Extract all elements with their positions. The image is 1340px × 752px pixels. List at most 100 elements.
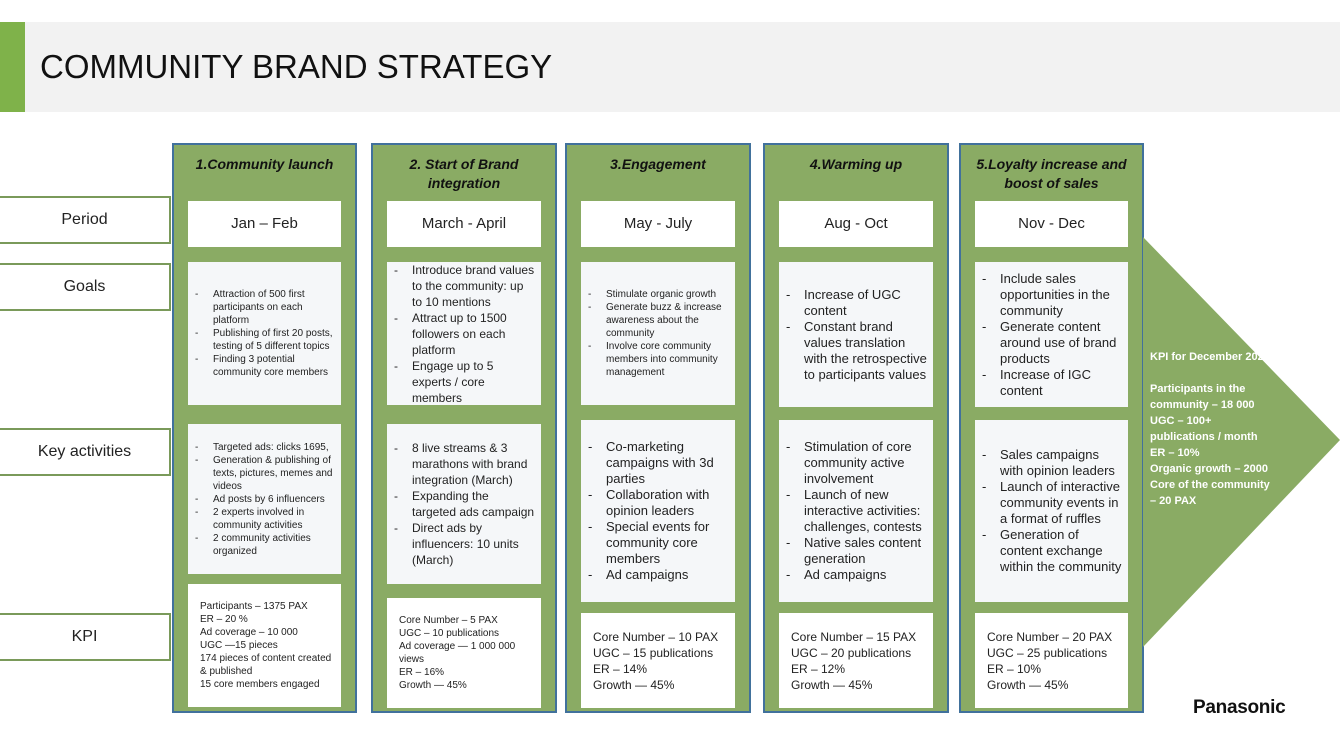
final-kpi-line: UGC – 100+ bbox=[1150, 415, 1212, 427]
final-kpi-line: publications / month bbox=[1150, 431, 1258, 443]
row-label-key-activities: Key activities bbox=[0, 428, 171, 476]
final-kpi-heading: KPI for December 2022 bbox=[1150, 351, 1270, 363]
phase-title: 1.Community launch bbox=[195, 156, 334, 172]
phase-column: 4.Warming up Aug - OctIncrease of UGC con… bbox=[763, 143, 949, 713]
kpi-box-item: ER – 16% bbox=[399, 667, 445, 678]
activities-box-item: Ad posts by 6 influencers bbox=[193, 493, 336, 506]
phase-period: Nov - Dec bbox=[975, 201, 1128, 247]
activities-box-item: Ad campaigns bbox=[784, 567, 928, 583]
goals-box: Include sales opportunities in the commu… bbox=[975, 262, 1128, 407]
kpi-box-item: UGC – 25 publications bbox=[987, 645, 1108, 660]
kpi-box-item: ER – 14% bbox=[593, 661, 648, 676]
kpi-box-item: Ad coverage — 1 000 000 views bbox=[399, 641, 516, 665]
kpi-box-item: 174 pieces of content created & publishe… bbox=[200, 653, 332, 677]
kpi-box-item: Core Number – 5 PAX bbox=[399, 615, 498, 626]
activities-box-item: Sales campaigns with opinion leaders bbox=[980, 447, 1123, 479]
goals-box-item: Attract up to 1500 followers on each pla… bbox=[392, 310, 536, 358]
final-kpi-line: Organic growth – 2000 bbox=[1150, 463, 1268, 475]
activities-box-item: Launch of interactive community events i… bbox=[980, 479, 1123, 527]
kpi-box-item: UGC —15 pieces bbox=[200, 640, 278, 651]
phase-period: Jan – Feb bbox=[188, 201, 341, 247]
goals-box-item: Generate buzz & increase awareness about… bbox=[586, 301, 730, 340]
kpi-box-item: ER – 12% bbox=[791, 661, 846, 676]
activities-box: Sales campaigns with opinion leadersLaun… bbox=[975, 420, 1128, 602]
goals-box-item: Increase of IGC content bbox=[980, 367, 1123, 399]
activities-box-item: Expanding the targeted ads campaign bbox=[392, 488, 536, 520]
activities-box-item: Generation of content exchange within th… bbox=[980, 527, 1123, 575]
kpi-box-item: 15 core members engaged bbox=[200, 679, 320, 690]
kpi-box-item: Core Number – 15 PAX bbox=[791, 629, 917, 644]
kpi-box-item: ER – 10% bbox=[987, 661, 1042, 676]
activities-box-item: 8 live streams & 3 marathons with brand … bbox=[392, 440, 536, 488]
activities-box-item: Collaboration with opinion leaders bbox=[586, 487, 730, 519]
row-label-goals: Goals bbox=[0, 263, 171, 311]
goals-box-item: Engage up to 5 experts / core members bbox=[392, 358, 536, 406]
goals-box: Stimulate organic growthGenerate buzz & … bbox=[581, 262, 735, 405]
activities-box-item: Launch of new interactive activities: ch… bbox=[784, 487, 928, 535]
phase-title: 2. Start of Brand integration bbox=[409, 156, 519, 191]
final-kpi-line: – 20 PAX bbox=[1150, 495, 1197, 507]
kpi-box-item: ER – 20 % bbox=[200, 614, 248, 625]
phase-title: 5.Loyalty increase and boost of sales bbox=[976, 156, 1127, 191]
activities-box-item: 2 community activities organized bbox=[193, 532, 336, 558]
page-title: COMMUNITY BRAND STRATEGY bbox=[40, 48, 553, 85]
goals-box-item: Constant brand values translation with t… bbox=[784, 319, 928, 383]
title-bar bbox=[0, 22, 1340, 112]
phase-period: May - July bbox=[581, 201, 735, 247]
goals-box-item: Introduce brand values to the community:… bbox=[392, 262, 536, 310]
goals-box-item: Include sales opportunities in the commu… bbox=[980, 271, 1123, 319]
phase-period: March - April bbox=[387, 201, 541, 247]
final-kpi: KPI for December 2022 Participants in th… bbox=[1150, 349, 1274, 509]
activities-box-item: Targeted ads: clicks 1695, bbox=[193, 441, 336, 454]
goals-box-item: Stimulate organic growth bbox=[586, 288, 730, 301]
kpi-box-item: Growth — 45% bbox=[791, 677, 873, 692]
goals-box-item: Involve core community members into comm… bbox=[586, 340, 730, 379]
activities-box-item: Special events for community core member… bbox=[586, 519, 730, 567]
activities-box-item: Ad campaigns bbox=[586, 567, 730, 583]
goals-box: Attraction of 500 first participants on … bbox=[188, 262, 341, 405]
kpi-box-item: UGC – 15 publications bbox=[593, 645, 714, 660]
goals-box: Introduce brand values to the community:… bbox=[387, 262, 541, 405]
kpi-box-item: Core Number – 10 PAX bbox=[593, 629, 719, 644]
activities-box: 8 live streams & 3 marathons with brand … bbox=[387, 424, 541, 584]
activities-box-item: Generation & publishing of texts, pictur… bbox=[193, 454, 336, 493]
kpi-box-item: Ad coverage – 10 000 bbox=[200, 627, 298, 638]
activities-box-item: Co-marketing campaigns with 3d parties bbox=[586, 439, 730, 487]
kpi-box-item: Growth — 45% bbox=[593, 677, 675, 692]
final-kpi-line: ER – 10% bbox=[1150, 447, 1200, 459]
goals-box: Increase of UGC contentConstant brand va… bbox=[779, 262, 933, 407]
activities-box: Co-marketing campaigns with 3d partiesCo… bbox=[581, 420, 735, 602]
kpi-box-item: Growth — 45% bbox=[399, 680, 467, 691]
final-kpi-line: community – 18 000 bbox=[1150, 399, 1255, 411]
activities-box-item: 2 experts involved in community activiti… bbox=[193, 506, 336, 532]
panasonic-logo: Panasonic bbox=[1193, 697, 1286, 718]
goals-box-item: Attraction of 500 first participants on … bbox=[193, 288, 336, 327]
row-label-period: Period bbox=[0, 196, 171, 244]
kpi-box-item: UGC – 20 publications bbox=[791, 645, 912, 660]
activities-box-item: Stimulation of core community active inv… bbox=[784, 439, 928, 487]
kpi-box: Core Number – 5 PAX UGC – 10 publications… bbox=[387, 598, 541, 708]
activities-box: Stimulation of core community active inv… bbox=[779, 420, 933, 602]
phase-period: Aug - Oct bbox=[779, 201, 933, 247]
kpi-box: Participants – 1375 PAX ER – 20 % Ad cover… bbox=[188, 584, 341, 707]
phase-title: 4.Warming up bbox=[809, 156, 903, 172]
accent-stripe bbox=[0, 22, 25, 112]
kpi-box-item: UGC – 10 publications bbox=[399, 628, 500, 639]
goals-box-item: Finding 3 potential community core membe… bbox=[193, 353, 336, 379]
kpi-box-item: Participants – 1375 PAX bbox=[200, 601, 308, 612]
goals-box-item: Publishing of first 20 posts, testing of… bbox=[193, 327, 336, 353]
final-kpi-arrow bbox=[1143, 237, 1340, 647]
kpi-box-item: Core Number – 20 PAX bbox=[987, 629, 1113, 644]
activities-box-item: Direct ads by influencers: 10 units (Mar… bbox=[392, 520, 536, 568]
goals-box-item: Increase of UGC content bbox=[784, 287, 928, 319]
final-kpi-line: Core of the community bbox=[1150, 479, 1270, 491]
kpi-box-item: Growth — 45% bbox=[987, 677, 1069, 692]
row-label-kpi: KPI bbox=[0, 613, 171, 661]
